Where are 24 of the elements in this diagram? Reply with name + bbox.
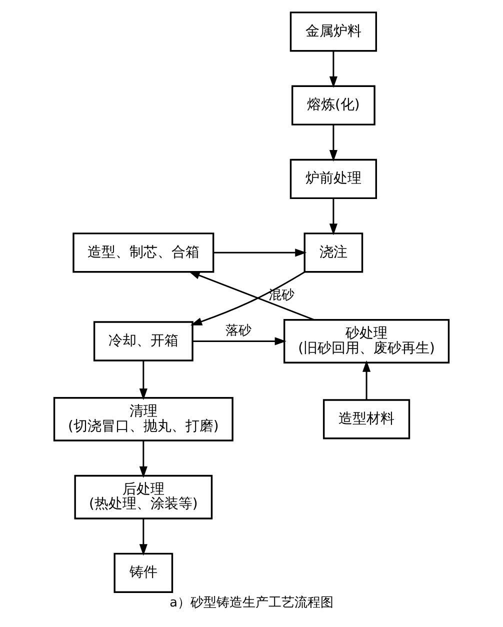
node-box: 砂处理 (旧砂回用、废砂再生) <box>283 319 450 364</box>
node-box: 金属炉料 <box>290 12 377 52</box>
node-box: 造型、制芯、合箱 <box>72 232 214 273</box>
arrow <box>329 124 338 162</box>
node-box: 后处理 (热处理、涂装等) <box>74 474 213 520</box>
arrow <box>188 271 314 321</box>
edge-label: 落砂 <box>225 323 252 338</box>
arrow <box>139 518 148 556</box>
caption: a）砂型铸造生产工艺流程图 <box>170 596 334 611</box>
arrow <box>329 198 338 236</box>
arrow <box>214 248 307 257</box>
arrow <box>190 271 305 326</box>
arrow <box>192 337 286 346</box>
arrow <box>362 360 371 400</box>
node-box: 炉前处理 <box>290 158 377 200</box>
node-box: 铸件 <box>114 552 174 593</box>
arrow <box>329 51 338 88</box>
node-box: 造型材料 <box>322 399 410 440</box>
arrow <box>139 440 148 478</box>
node-box: 浇注 <box>304 232 364 273</box>
node-box: 清理 (切浇冒口、抛丸、打磨) <box>53 396 234 442</box>
arrow <box>139 360 148 400</box>
node-box: 熔炼(化) <box>291 85 376 126</box>
node-box: 冷却、开箱 <box>93 321 194 362</box>
